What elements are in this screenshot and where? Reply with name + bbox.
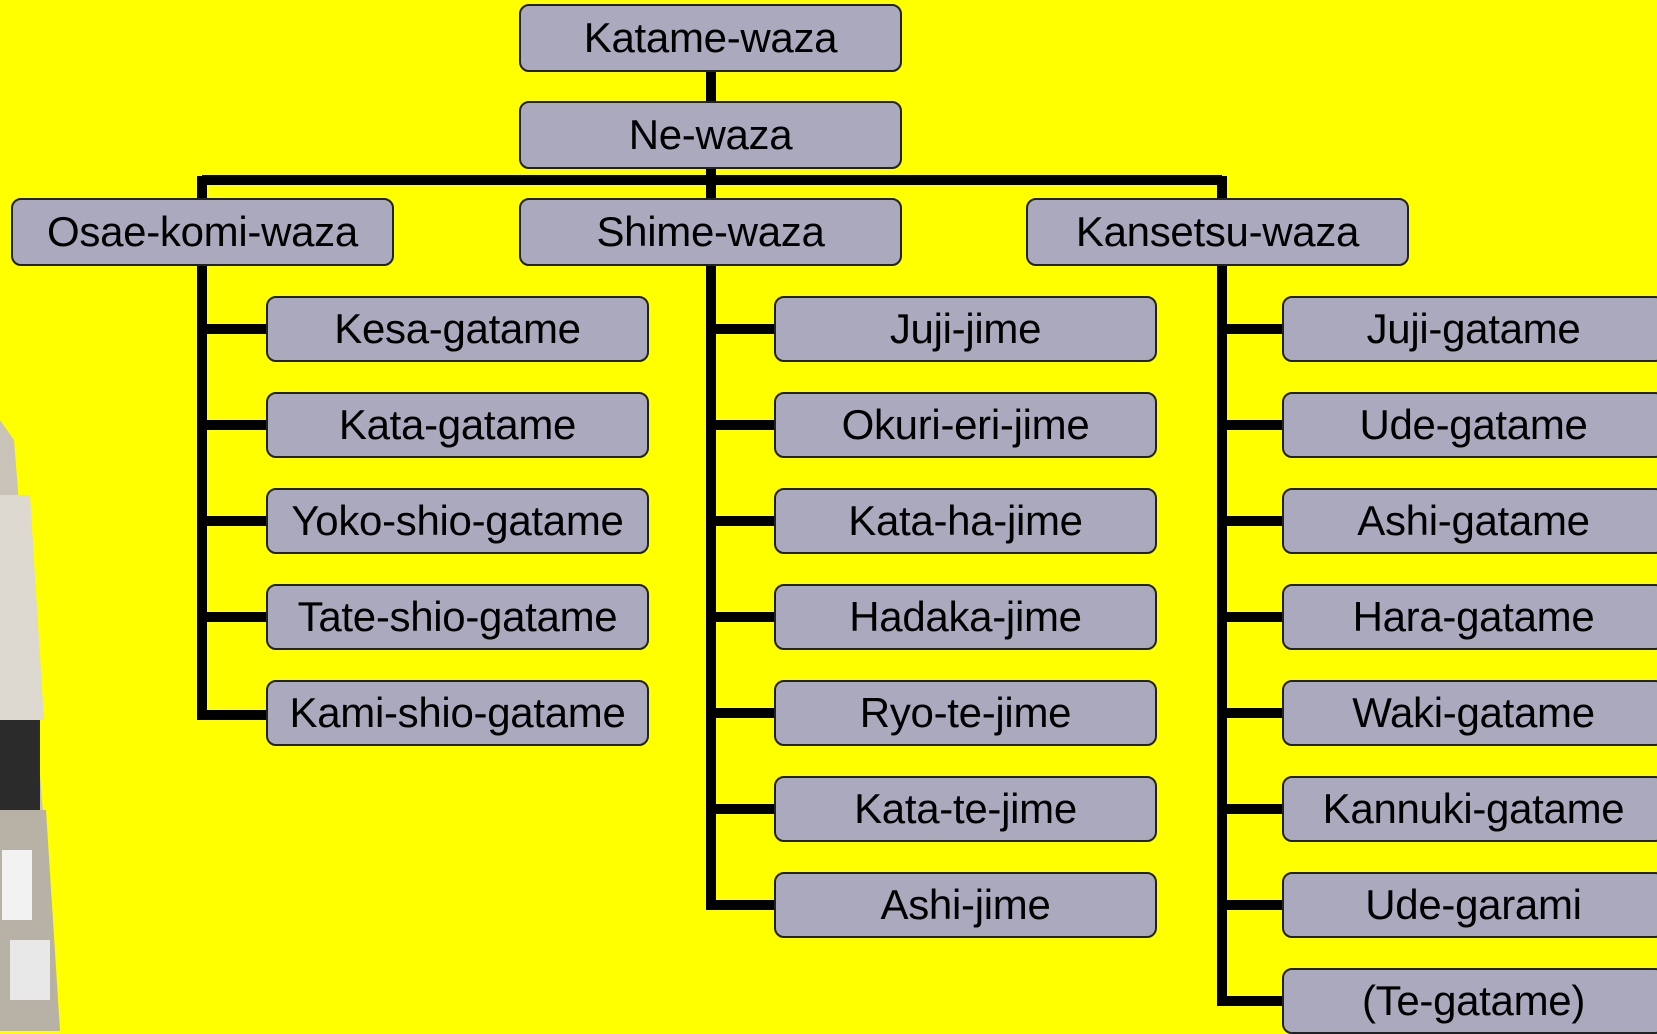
ne-waza-node: Ne-waza (519, 101, 902, 169)
connector-shime-trunk (706, 266, 774, 910)
technique-node-osae-komi-waza: Yoko-shio-gatame (266, 488, 649, 554)
technique-node-shime-waza: Kata-ha-jime (774, 488, 1157, 554)
technique-node-kansetsu-waza: Waki-gatame (1282, 680, 1657, 746)
technique-node-kansetsu-waza: (Te-gatame) (1282, 968, 1657, 1034)
technique-node-shime-waza: Ashi-jime (774, 872, 1157, 938)
technique-node-shime-waza: Kata-te-jime (774, 776, 1157, 842)
category-node-osae-komi-waza: Osae-komi-waza (11, 198, 394, 266)
technique-node-osae-komi-waza: Tate-shio-gatame (266, 584, 649, 650)
connector-kansetsu-trunk (1217, 266, 1282, 1006)
technique-node-osae-komi-waza: Kami-shio-gatame (266, 680, 649, 746)
technique-node-shime-waza: Ryo-te-jime (774, 680, 1157, 746)
technique-node-kansetsu-waza: Ude-garami (1282, 872, 1657, 938)
root-node: Katame-waza (519, 4, 902, 72)
technique-node-osae-komi-waza: Kata-gatame (266, 392, 649, 458)
technique-node-shime-waza: Hadaka-jime (774, 584, 1157, 650)
technique-node-osae-komi-waza: Kesa-gatame (266, 296, 649, 362)
technique-node-shime-waza: Okuri-eri-jime (774, 392, 1157, 458)
technique-node-shime-waza: Juji-jime (774, 296, 1157, 362)
category-node-shime-waza: Shime-waza (519, 198, 902, 266)
technique-node-kansetsu-waza: Kannuki-gatame (1282, 776, 1657, 842)
connector-osae-trunk (197, 266, 266, 720)
technique-node-kansetsu-waza: Hara-gatame (1282, 584, 1657, 650)
technique-node-kansetsu-waza: Juji-gatame (1282, 296, 1657, 362)
technique-node-kansetsu-waza: Ude-gatame (1282, 392, 1657, 458)
category-node-kansetsu-waza: Kansetsu-waza (1026, 198, 1409, 266)
technique-node-kansetsu-waza: Ashi-gatame (1282, 488, 1657, 554)
